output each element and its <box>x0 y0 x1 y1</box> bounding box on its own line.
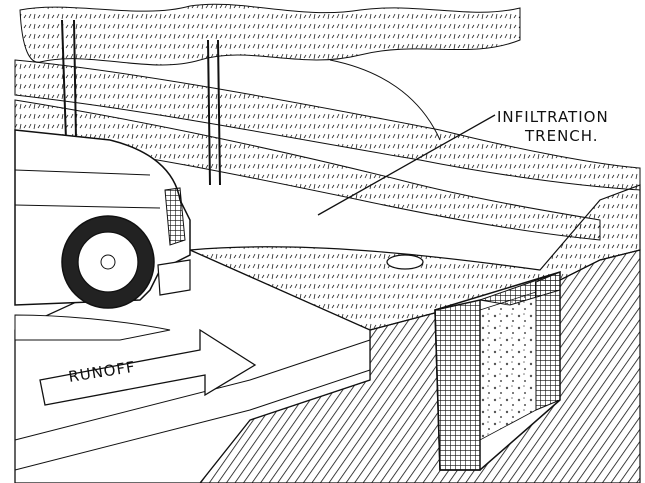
observation-well <box>387 255 423 269</box>
label-infiltration: INFILTRATION <box>497 108 609 126</box>
label-trench: TRENCH. <box>525 127 599 145</box>
